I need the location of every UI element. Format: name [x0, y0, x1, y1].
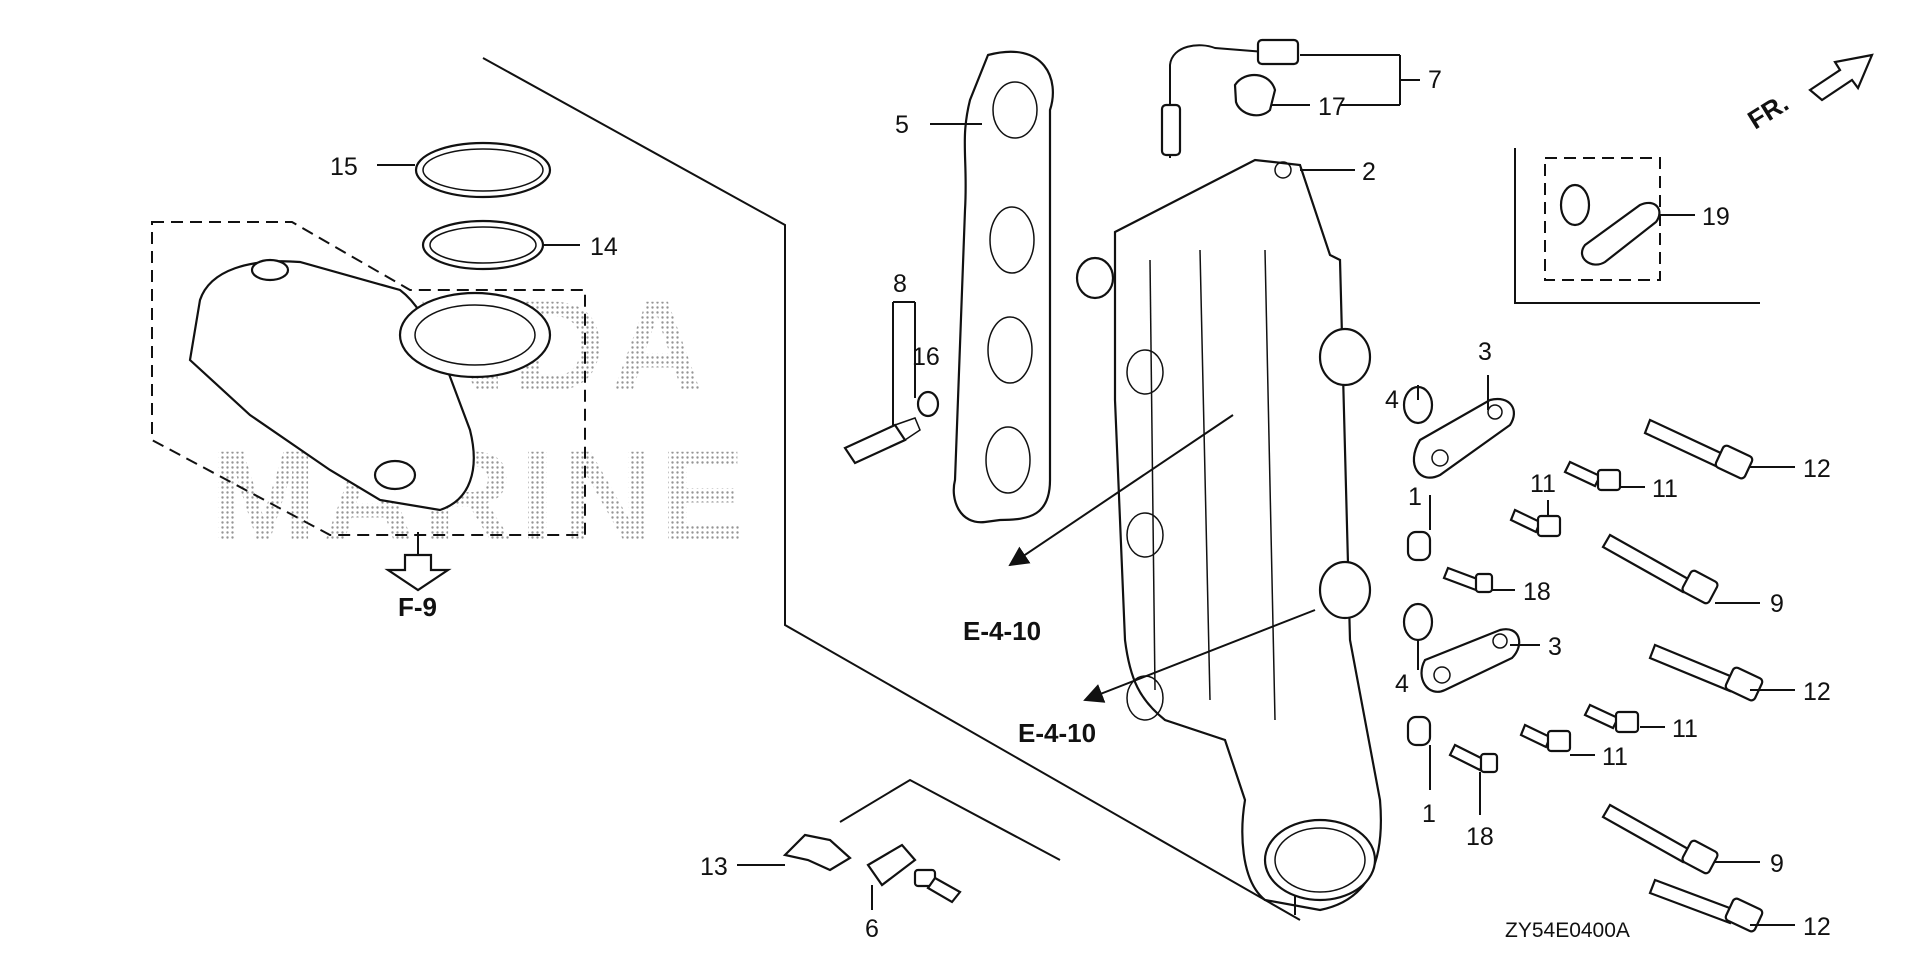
- callout-12-top: 12: [1803, 455, 1831, 483]
- part-11-bolt-a: [1563, 460, 1622, 492]
- part-9-bolt-lower: [1601, 803, 1719, 875]
- callout-8: 8: [893, 270, 907, 298]
- callout-9-upper: 9: [1770, 590, 1784, 618]
- part-11-bolt-b: [1509, 508, 1562, 538]
- callout-1-upper: 1: [1408, 483, 1422, 511]
- callout-5: 5: [895, 111, 909, 139]
- callout-7: 7: [1428, 66, 1442, 94]
- part-2-exhaust-manifold: [1075, 158, 1382, 912]
- direction-label: FR.: [1742, 87, 1793, 135]
- part-17-clamp: [1233, 74, 1277, 117]
- callout-11-a: 11: [1652, 475, 1678, 503]
- reference-f9: F-9: [398, 592, 437, 622]
- callout-4-upper: 4: [1385, 386, 1399, 414]
- watermark-line-2: MARINE: [210, 425, 751, 568]
- part-18-bolt-upper: [1442, 566, 1494, 594]
- part-4-seal-lower: [1402, 602, 1434, 642]
- e410-lower-leader: [1083, 609, 1316, 703]
- thermostat-dashed-outline: [151, 221, 586, 536]
- part-14-gasket: [421, 219, 545, 271]
- callout-2: 2: [1362, 158, 1376, 186]
- part-11-bolt-c: [1583, 703, 1640, 734]
- part-12-bolt-middle: [1648, 643, 1764, 702]
- part-7-oxygen-sensor: [1160, 38, 1300, 158]
- part-6-bracket: [866, 843, 962, 904]
- part-19-inset-group: [1514, 148, 1760, 304]
- part-1-collar-lower: [1406, 715, 1432, 747]
- f9-direction-arrow: [384, 553, 452, 592]
- callout-11-b: 11: [1530, 470, 1556, 498]
- group-frame-line: [482, 57, 1301, 921]
- callout-9-lower: 9: [1770, 850, 1784, 878]
- part-18-bolt-lower: [1448, 743, 1499, 774]
- callout-18-lower: 18: [1466, 823, 1494, 851]
- callout-11-c: 11: [1672, 715, 1698, 743]
- part-11-bolt-d: [1519, 723, 1572, 753]
- part-8-sensor: [843, 417, 921, 465]
- callout-18-upper: 18: [1523, 578, 1551, 606]
- callout-17: 17: [1318, 93, 1346, 121]
- callout-12-middle: 12: [1803, 678, 1831, 706]
- callout-16: 16: [912, 343, 940, 371]
- part-12-bolt-top: [1643, 418, 1754, 480]
- callout-11-d: 11: [1602, 743, 1628, 771]
- diagram-code: ZY54E0400A: [1505, 919, 1630, 942]
- callout-19: 19: [1702, 203, 1730, 231]
- reference-e410-lower: E-4-10: [1018, 718, 1096, 748]
- callout-3-upper: 3: [1478, 338, 1492, 366]
- part-15-o-ring: [414, 141, 552, 199]
- e410-upper-leader: [1008, 414, 1234, 567]
- part-16-washer: [916, 390, 940, 418]
- callout-3-lower: 3: [1548, 633, 1562, 661]
- thermostat-cover-group: [151, 141, 586, 592]
- part-9-bolt-upper: [1601, 533, 1719, 605]
- bracket-frame-line: [839, 778, 1061, 861]
- part-5-manifold-gasket: [952, 50, 1054, 524]
- part-13-clip: [782, 833, 852, 872]
- callout-leaders: [377, 54, 1795, 926]
- callout-15: 15: [330, 153, 358, 181]
- callout-14: 14: [590, 233, 618, 261]
- reference-e410-upper: E-4-10: [963, 616, 1041, 646]
- callout-4-lower: 4: [1395, 670, 1409, 698]
- callout-13: 13: [700, 853, 728, 881]
- part-1-collar-upper: [1406, 530, 1432, 562]
- front-arrow-icon: [1808, 53, 1874, 102]
- callout-numbers: 1 1 2 3 3 4 4 5 6 7 8 9 9 11 11 11 11 12…: [330, 66, 1831, 943]
- callout-12-bottom: 12: [1803, 913, 1831, 941]
- part-3-cover-lower: [1420, 628, 1521, 693]
- front-direction-indicator: FR.: [1742, 53, 1874, 135]
- callout-6: 6: [865, 915, 879, 943]
- part-3-cover-upper: [1412, 397, 1515, 479]
- part-12-bolt-bottom: [1648, 878, 1764, 933]
- callout-1-lower: 1: [1422, 800, 1436, 828]
